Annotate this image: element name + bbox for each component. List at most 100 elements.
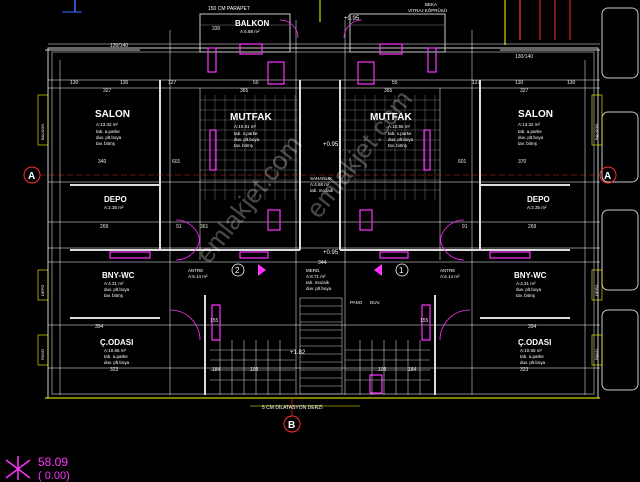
- left-mutfak-spec-1: tab. s.parke: [234, 131, 258, 136]
- right-cocuk-name: Ç.ODASI: [518, 338, 551, 347]
- core-level-a: +0.95: [323, 142, 339, 148]
- core-duv: DUV.: [370, 300, 380, 305]
- magenta-fixtures: [109, 43, 531, 394]
- dim-mid-1: 340: [98, 159, 107, 165]
- right-mutfak-spec-2: duv. plt.boya: [388, 137, 414, 142]
- right-bny-name: BNY-WC: [514, 271, 547, 280]
- right-salon-name: SALON: [518, 109, 553, 120]
- left-depo-area: A:2.35 m²: [104, 205, 124, 210]
- dim-top-8: 130: [515, 80, 524, 86]
- dim-top-12: 365: [384, 88, 393, 94]
- dim-top-1: 130/140: [515, 54, 533, 60]
- core-stair-label: MERD.: [306, 268, 321, 273]
- left-mutfak-spec-2: duv. plt.boya: [234, 137, 260, 142]
- dim-bottom-3: 323: [520, 367, 529, 373]
- unit-marker-1: 1: [399, 266, 404, 275]
- dim-top-6: 55: [392, 80, 398, 86]
- left-salon-spec-3: tav. bitmş: [96, 141, 116, 146]
- right-cocuk-area: A:10.55 m²: [520, 348, 543, 353]
- right-mutfak-area: A:10.55 m²: [388, 124, 411, 129]
- side-label-right-1: BALKON: [594, 124, 599, 140]
- core-stair-spec-3: duv. plt.boya: [306, 286, 332, 291]
- dim-bottom-0: 394: [95, 324, 104, 330]
- side-label-right-2: DEPO: [594, 285, 599, 296]
- dim-mid-9: 91: [462, 224, 468, 230]
- balcony-top: [199, 13, 446, 53]
- right-depo-area: A:2.35 m²: [527, 205, 547, 210]
- balcony-dim: 330: [212, 26, 221, 32]
- balcony-label: BALKON: [235, 19, 269, 28]
- side-label-right-3: PANO: [594, 349, 599, 360]
- top-spec-top: BEKA: [425, 2, 437, 7]
- core-pano: PANO: [350, 300, 363, 305]
- top-spec-bottom: VITRAJ KÖPRÜSÜ: [408, 7, 447, 13]
- right-salon-area: A:13.32 m²: [518, 122, 541, 127]
- stairs: [210, 297, 430, 395]
- dim-top-5: 50: [253, 80, 259, 86]
- core-level-b: +0.95: [323, 250, 339, 256]
- dim-top-9: 130: [567, 80, 576, 86]
- dim-top-0: 130/140: [110, 43, 128, 49]
- left-bny-area: A:4.31 m²: [104, 281, 124, 286]
- left-cocuk-spec-2: duv. plt.boya: [104, 360, 130, 365]
- unit-marker-2: 2: [235, 266, 240, 275]
- left-bny-spec-1: duv. plt.boya: [104, 287, 130, 292]
- side-label-frames: [37, 94, 603, 366]
- dim-bottom-6: 105: [250, 367, 259, 373]
- right-cocuk-spec-1: tab. a.parke: [520, 354, 544, 359]
- core-level-c: +1.82: [290, 350, 306, 356]
- dim-mid-0: 601: [172, 159, 181, 165]
- dim-top-10: 327: [103, 88, 112, 94]
- right-cocuk-spec-2: duv. plt.boya: [520, 360, 546, 365]
- left-salon-spec-2: duv. plt.boya: [96, 135, 122, 140]
- dim-mid-7: 361: [200, 224, 209, 230]
- left-antre-area: A:6.14 m²: [188, 274, 208, 279]
- left-cocuk-area: A:10.55 m²: [104, 348, 127, 353]
- core-center-spec-2: tab. mozaik: [310, 188, 334, 193]
- left-salon-name: SALON: [95, 109, 130, 120]
- door-swings: [169, 19, 471, 341]
- left-salon-area: A:13.32 m²: [96, 122, 119, 127]
- zoom-readout-sub: ( 0.00): [38, 470, 70, 482]
- dim-mid-8: 91: [176, 224, 182, 230]
- right-antre-area: A:6.14 m²: [440, 274, 460, 279]
- left-mutfak-spec-3: tav. bitmş: [234, 143, 254, 148]
- top-level-note: +0.95: [344, 16, 360, 22]
- right-bny-spec-2: tav. bitmş: [516, 293, 536, 298]
- dim-mid-3: 601: [458, 159, 467, 165]
- side-label-left-2: DEPO: [40, 285, 45, 296]
- side-label-left-3: PANO: [40, 349, 45, 360]
- dim-mid-2: 370: [518, 159, 527, 165]
- right-salon-spec-1: tab. a.parke: [518, 129, 542, 134]
- dilatation-note: 5 CM DİLATASYON DERZİ: [262, 404, 323, 411]
- left-depo-name: DEPO: [104, 195, 127, 204]
- left-salon-spec-1: tab. a.parke: [96, 129, 120, 134]
- right-bny-spec-1: duv. plt.boya: [516, 287, 542, 292]
- balcony-spec: A:5.88 m²: [240, 29, 260, 34]
- right-antre-name: ANTRE: [440, 268, 455, 273]
- dim-mid-5: 269: [100, 224, 109, 230]
- zoom-readout: 58.09: [38, 455, 69, 469]
- axis-label-right-a: A: [604, 171, 611, 182]
- left-antre-name: ANTRE: [188, 268, 203, 273]
- right-mutfak-name: MUTFAK: [370, 112, 412, 123]
- parapet-note: 150 CM PARAPET: [208, 6, 250, 12]
- core-center-spec-1: A:4.68 m²: [310, 182, 330, 187]
- right-mutfak-spec-1: tab. s.parke: [388, 131, 412, 136]
- kitchen-left-tiles: [200, 95, 298, 200]
- right-depo-name: DEPO: [527, 195, 550, 204]
- right-bny-area: A:4.31 m²: [516, 281, 536, 286]
- axis-label-left-a: A: [28, 171, 35, 182]
- left-bny-spec-2: tav. bitmş: [104, 293, 124, 298]
- dim-top-3: 130: [120, 80, 129, 86]
- core-stair-spec-1: A:8.71 m²: [306, 274, 326, 279]
- right-salon-spec-2: duv. plt.boya: [518, 135, 544, 140]
- right-mutfak-spec-3: tav. bitmş: [388, 143, 408, 148]
- side-label-left-1: BALKON: [40, 124, 45, 140]
- core-center-label: SAHANLIK: [310, 176, 332, 181]
- dim-mid-4: 344: [318, 260, 327, 266]
- dim-top-4: 127: [168, 80, 177, 86]
- left-mutfak-name: MUTFAK: [230, 112, 272, 123]
- right-salon-spec-3: tav. bitmş: [518, 141, 538, 146]
